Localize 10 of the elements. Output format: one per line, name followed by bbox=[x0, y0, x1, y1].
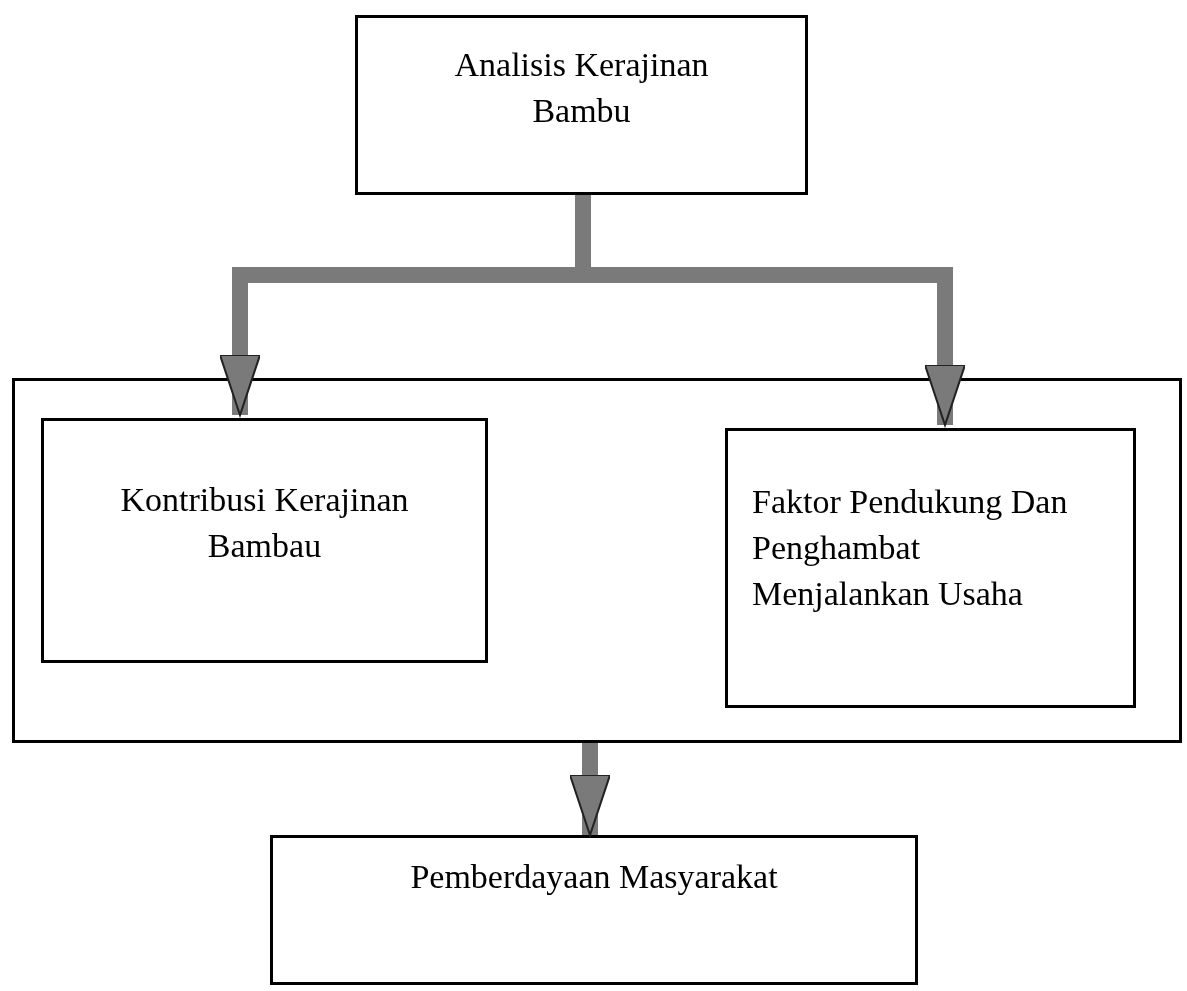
box-label: Faktor Pendukung Dan Penghambat Menjalankan Usaha bbox=[752, 482, 1069, 614]
box-label: Analisis Kerajinan Bambu bbox=[453, 45, 710, 131]
process-box bbox=[41, 418, 488, 663]
box-label: Kontribusi Kerajinan Bambau bbox=[119, 480, 410, 566]
block-arrow bbox=[569, 743, 611, 836]
process-box bbox=[725, 428, 1136, 708]
group-box bbox=[12, 378, 1182, 743]
box-label: Pemberdayaan Masyarakat bbox=[410, 857, 778, 897]
process-box bbox=[270, 835, 918, 985]
process-box bbox=[355, 15, 808, 195]
